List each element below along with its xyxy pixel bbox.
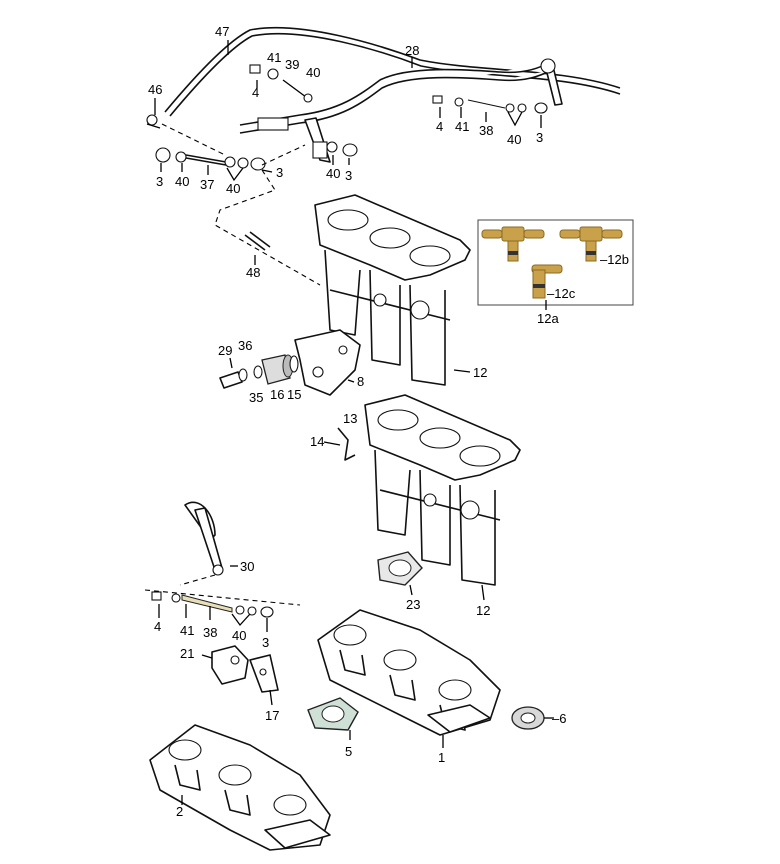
callout-labels: 47 28 46 41 39 40 4 4 41 38 40 3 3 40 37… [148,24,629,819]
callout-3: 3 [262,635,269,650]
bushing-16 [261,354,294,385]
callout-47: 47 [215,24,229,39]
idle-screw-set [219,365,263,389]
callout-41: 41 [267,50,281,65]
fitting-12b-tee [559,226,623,262]
pin-48 [244,231,271,251]
gasket-23 [377,551,423,586]
callout-48: 48 [246,265,260,280]
callout-13: 13 [343,411,357,426]
callout-1: 1 [438,750,445,765]
callout-37: 37 [200,177,214,192]
callout-6: –6 [552,711,566,726]
callout-5: 5 [345,744,352,759]
bracket-17 [249,654,279,693]
callout-23: 23 [406,597,420,612]
callout-28: 28 [405,43,419,58]
bracket-8 [294,329,361,396]
callout-40: 40 [232,628,246,643]
callout-21: 21 [180,646,194,661]
washer-15 [289,355,299,373]
fitting-12c-elbow [531,264,563,299]
clip-14 [337,427,356,461]
callout-12a: 12a [537,311,559,326]
inset-fittings-12a [477,219,634,306]
manifold-12-lower [364,394,521,586]
callout-12: 12 [473,365,487,380]
callout-36: 36 [238,338,252,353]
right-fastener-set [432,95,548,114]
callout-15: 15 [287,387,301,402]
bolt-46 [146,114,161,129]
manifold-12-upper [314,194,471,386]
throttle-lever-30 [184,501,224,576]
callout-3: 3 [345,168,352,183]
upper-fastener-set [249,64,313,103]
callout-38: 38 [203,625,217,640]
linkage-joint-40-3 [312,141,358,159]
callout-40: 40 [175,174,189,189]
callout-40: 40 [226,181,240,196]
callout-3: 3 [276,165,283,180]
link-rod-38-lower [151,591,274,618]
callout-12: 12 [476,603,490,618]
callout-16: 16 [270,387,284,402]
leader-lines [154,40,554,805]
callout-40: 40 [306,65,320,80]
callout-3: 3 [156,174,163,189]
fitting-12a-tee [481,226,545,262]
callout-38: 38 [479,123,493,138]
callout-3: 3 [536,130,543,145]
washer-6 [511,706,545,730]
callout-40: 40 [507,132,521,147]
callout-12c: –12c [547,286,576,301]
callout-4: 4 [154,619,161,634]
callout-35: 35 [249,390,263,405]
callout-30: 30 [240,559,254,574]
callout-2: 2 [176,804,183,819]
callout-14: 14 [310,434,324,449]
callout-39: 39 [285,57,299,72]
callout-4: 4 [436,119,443,134]
callout-46: 46 [148,82,162,97]
carburetor-bank-1 [317,609,501,736]
callout-41: 41 [180,623,194,638]
gasket-5 [307,697,359,731]
carburetor-bank-2 [149,724,331,851]
callout-41: 41 [455,119,469,134]
callout-4: 4 [252,85,259,100]
callout-40: 40 [326,166,340,181]
callout-29: 29 [218,343,232,358]
link-rod-37 [155,147,266,171]
callout-17: 17 [265,708,279,723]
choke-body-21 [211,645,249,685]
callout-8: 8 [357,374,364,389]
callout-12b: –12b [600,252,629,267]
